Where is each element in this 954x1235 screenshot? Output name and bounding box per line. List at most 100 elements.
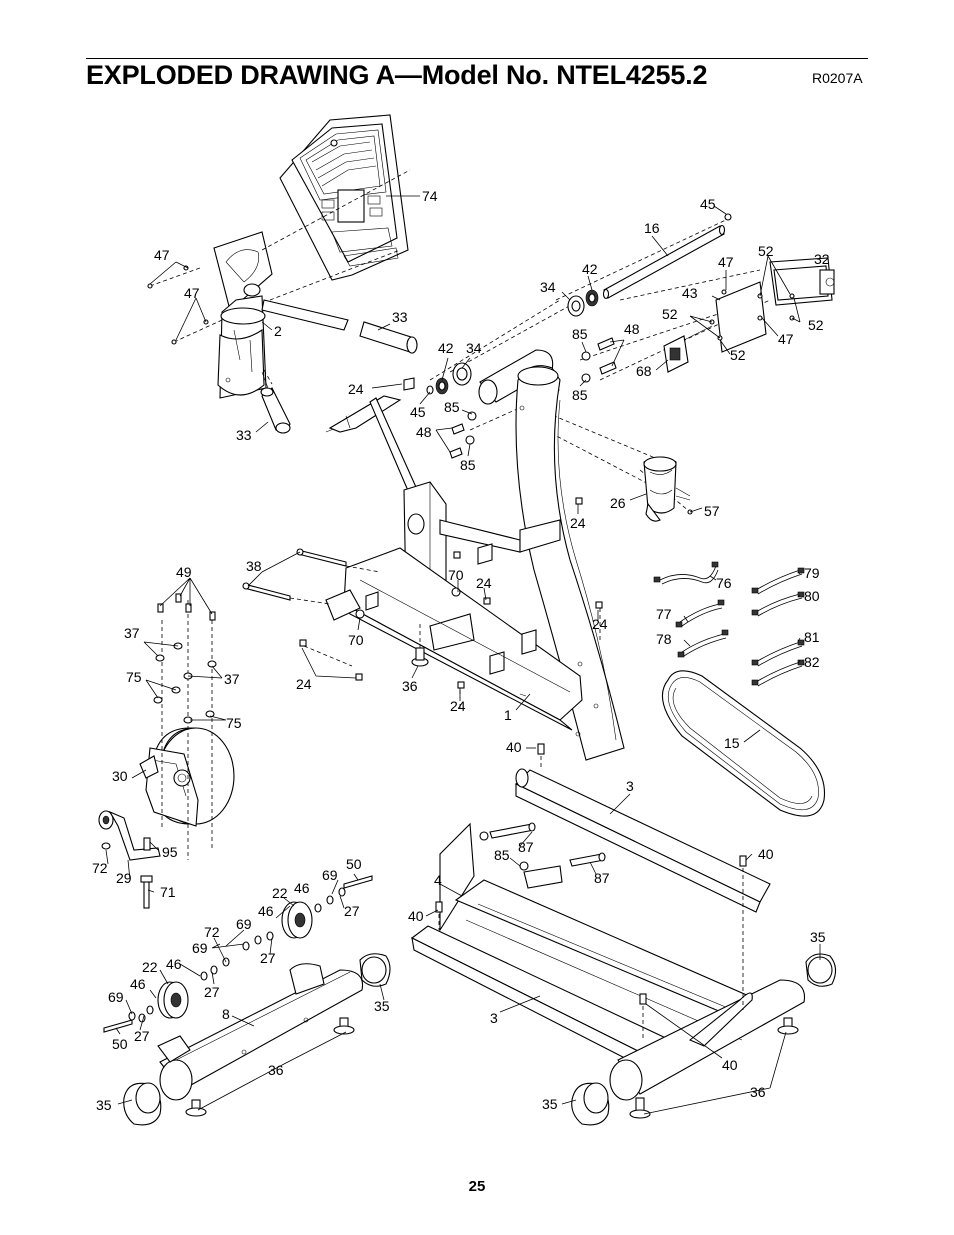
part-label: 69	[108, 989, 124, 1005]
part-label: 22	[142, 959, 158, 975]
part-label: 24	[476, 575, 492, 591]
drive-belt-part-15	[661, 670, 826, 817]
bracket-plate-part-43	[715, 257, 835, 353]
part-label: 49	[176, 564, 192, 580]
part-label: 79	[804, 565, 820, 581]
part-label: 37	[124, 625, 140, 641]
part-label: 70	[348, 632, 364, 648]
part-label: 78	[656, 631, 672, 647]
part-label: 85	[572, 387, 588, 403]
part-label: 34	[540, 279, 556, 295]
part-label: 40	[408, 908, 424, 924]
base-bolts	[299, 497, 603, 710]
idler-assembly-part-29	[98, 810, 161, 909]
part-label: 87	[518, 839, 534, 855]
part-label: 24	[592, 616, 608, 632]
part-label: 36	[268, 1062, 284, 1078]
part-label: 47	[184, 285, 200, 301]
part-label: 72	[92, 860, 108, 876]
fasteners-left	[153, 593, 217, 724]
part-label: 80	[804, 588, 820, 604]
part-label: 77	[656, 606, 672, 622]
console-mast-part-2	[213, 231, 273, 399]
part-label: 3	[490, 1010, 498, 1026]
front-stabilizer-part-8	[157, 963, 364, 1117]
base-frame-part-1	[325, 519, 583, 731]
part-label: 35	[96, 1097, 112, 1113]
part-label: 24	[450, 698, 466, 714]
part-label: 52	[808, 317, 824, 333]
part-label: 27	[260, 950, 276, 966]
part-label: 46	[294, 880, 310, 896]
main-upright	[515, 365, 625, 761]
part-label: 35	[374, 998, 390, 1014]
part-label: 68	[636, 363, 652, 379]
part-label: 52	[730, 347, 746, 363]
part-label: 52	[662, 306, 678, 322]
part-label: 69	[192, 940, 208, 956]
part-label: 48	[416, 424, 432, 440]
part-label: 40	[758, 846, 774, 862]
part-label: 4	[434, 872, 442, 888]
part-label: 69	[322, 867, 338, 883]
page-number: 25	[468, 1178, 486, 1195]
flywheel-part-30	[139, 600, 235, 860]
page-title: EXPLODED DRAWING A—Model No. NTEL4255.2	[86, 60, 708, 90]
part-label: 8	[222, 1006, 230, 1022]
part-label: 2	[274, 323, 282, 339]
part-label: 45	[410, 404, 426, 420]
part-label: 85	[494, 847, 510, 863]
part-label: 48	[624, 321, 640, 337]
wire-harnesses	[653, 561, 805, 687]
crank-housing	[478, 349, 554, 405]
part-label: 24	[348, 381, 364, 397]
pulley-shaft-part-16	[602, 213, 732, 300]
part-label: 50	[112, 1036, 128, 1052]
part-label: 46	[258, 903, 274, 919]
part-label: 38	[246, 558, 262, 574]
part-label: 24	[570, 515, 586, 531]
cup-holder-part-26	[643, 456, 693, 522]
part-label: 33	[236, 427, 252, 443]
part-label: 29	[116, 870, 132, 886]
part-label: 15	[724, 735, 740, 751]
part-label: 47	[154, 247, 170, 263]
part-label: 1	[504, 707, 512, 723]
part-label: 26	[610, 495, 626, 511]
handlebar-part-33	[260, 299, 418, 434]
part-label: 74	[422, 188, 438, 204]
part-label: 33	[392, 309, 408, 325]
part-label: 47	[778, 331, 794, 347]
part-label: 24	[296, 676, 312, 692]
part-label: 81	[804, 629, 820, 645]
bearing-middle	[426, 362, 472, 395]
part-label: 32	[814, 251, 830, 267]
part-label: 36	[402, 678, 418, 694]
part-label: 50	[346, 856, 362, 872]
part-label: 35	[810, 929, 826, 945]
part-label: 95	[162, 844, 178, 860]
part-label: 43	[682, 285, 698, 301]
header-rule	[86, 58, 868, 59]
rod-part-38	[242, 548, 381, 605]
part-label: 52	[758, 243, 774, 259]
console-part-74	[279, 114, 409, 281]
drawing-code: R0207A	[812, 70, 863, 86]
part-label: 35	[542, 1096, 558, 1112]
wheel-fasteners	[103, 875, 373, 1033]
part-label: 75	[126, 669, 142, 685]
part-label: 85	[460, 457, 476, 473]
part-label: 36	[750, 1084, 766, 1100]
part-label: 27	[204, 984, 220, 1000]
sensor-part-68	[663, 325, 713, 373]
part-label: 45	[700, 196, 716, 212]
part-label: 3	[626, 778, 634, 794]
part-label: 46	[166, 956, 182, 972]
part-label: 37	[224, 671, 240, 687]
part-label: 42	[438, 340, 454, 356]
part-label: 75	[226, 715, 242, 731]
part-label: 30	[112, 768, 128, 784]
part-labels: 74 45 16 47 52 32 42 34 43 47 47 2 33 52…	[92, 188, 830, 1113]
part-label: 46	[130, 976, 146, 992]
